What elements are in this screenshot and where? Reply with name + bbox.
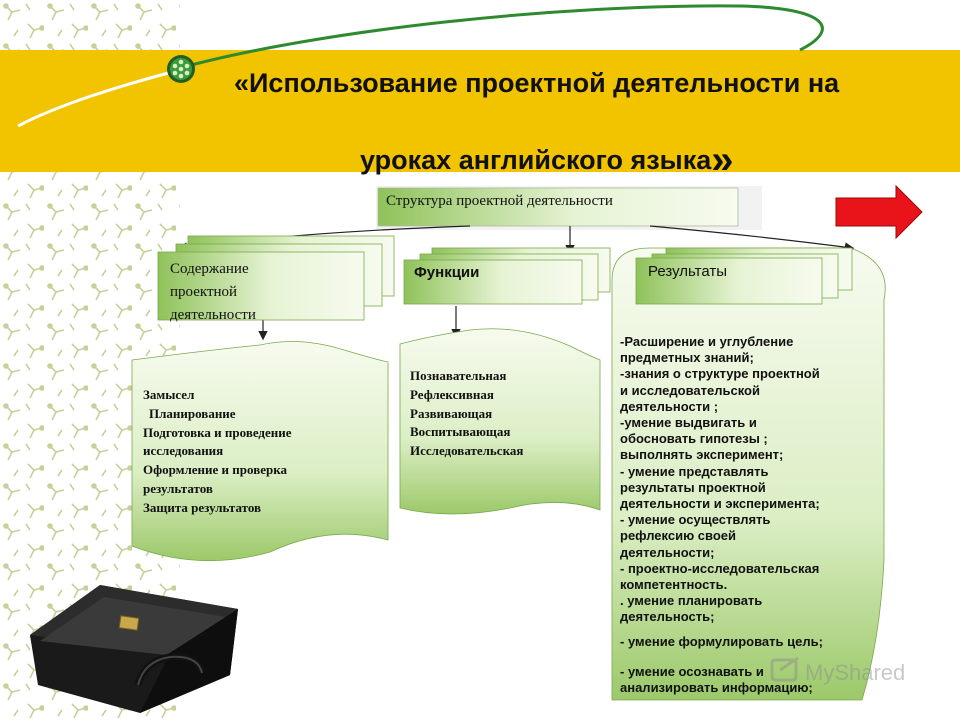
list-item: - умение формулировать цель;: [620, 633, 823, 649]
next-slide-arrow-icon: [835, 184, 923, 240]
functions-list-shape: [399, 328, 601, 515]
title-banner: [0, 50, 960, 172]
briefcase-icon: [30, 585, 238, 713]
watermark: MyShared: [770, 654, 930, 694]
functions-items-list: Познавательная Рефлексивная Развивающая …: [410, 367, 523, 461]
green-dot-bullet-icon: [167, 55, 195, 83]
content-list-shape: [131, 341, 389, 562]
list-item: рефлексию своей: [620, 528, 737, 544]
list-item: исследования: [143, 443, 224, 459]
list-item: деятельности ;: [620, 398, 719, 414]
results-scroll-shape: [611, 247, 886, 701]
list-item: - проектно-исследовательская: [620, 560, 820, 576]
content-label: Содержание проектной деятельности: [170, 261, 256, 323]
list-item: компетентность.: [620, 577, 728, 593]
list-item: Познавательная: [410, 368, 507, 383]
list-item: анализировать информацию;: [620, 680, 813, 696]
title-line-1: «Использование проектной деятельности на: [234, 68, 840, 98]
functions-box-stack: [403, 247, 611, 305]
list-item: Замысел: [143, 387, 195, 402]
list-item: результатов: [143, 480, 213, 496]
list-item: Воспитывающая: [410, 424, 511, 440]
list-item: Планирование: [149, 405, 236, 421]
list-item: Оформление и проверка: [143, 462, 288, 478]
content-box-stack: [157, 235, 395, 321]
list-item: деятельность;: [620, 609, 715, 625]
list-item: -умение выдвигать и: [620, 415, 757, 431]
list-item: Защита результатов: [143, 499, 262, 515]
list-item: деятельности и эксперимента;: [620, 496, 820, 512]
list-item: Рефлексивная: [410, 386, 494, 402]
list-item: выполнять эксперимент;: [620, 447, 784, 463]
list-item: и исследовательской: [620, 382, 760, 398]
list-item: обосновать гипотезы ;: [620, 431, 768, 447]
list-item: - умение осознавать и: [620, 663, 764, 679]
green-swoosh-decoration: [17, 4, 824, 128]
list-item: Развивающая: [410, 405, 493, 421]
content-items-list: Замысел Планирование Подготовка и провед…: [143, 386, 292, 518]
list-item: предметных знаний;: [620, 350, 754, 366]
results-items-list: -Расширение и углубление предметных знан…: [620, 334, 823, 696]
results-label: Результаты: [648, 263, 727, 280]
functions-label: Функции: [414, 264, 480, 281]
watermark-text: MyShared: [805, 660, 906, 685]
watermark-logo-icon: [770, 656, 799, 682]
title-line-2-text: уроках английского языка: [360, 145, 712, 175]
root-label: Структура проектной деятельности: [386, 193, 613, 209]
list-item: - умение представлять: [620, 463, 769, 479]
list-item: Подготовка и проведение: [143, 424, 292, 440]
list-item: -знания о структуре проектной: [620, 366, 820, 382]
list-item: деятельности;: [620, 544, 715, 560]
results-box-stack: [635, 247, 853, 305]
list-item: -Расширение и углубление: [620, 334, 794, 349]
root-box: [376, 186, 762, 230]
list-item: Исследовательская: [410, 443, 524, 459]
list-item: результаты проектной: [620, 479, 766, 495]
list-item: - умение осуществлять: [620, 512, 771, 528]
title-close-quote: »: [711, 138, 734, 182]
title-line-2: уроках английского языка»: [360, 134, 734, 182]
list-item: . умение планировать: [620, 593, 763, 609]
